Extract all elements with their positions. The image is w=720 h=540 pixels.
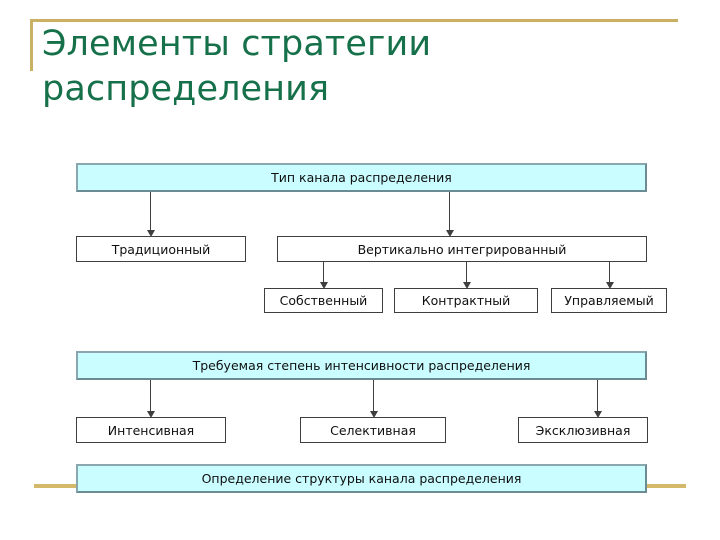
node-vertically-integrated[interactable]: Вертикально интегрированный (277, 236, 647, 262)
arrowhead-intensive (147, 411, 155, 418)
node-managed[interactable]: Управляемый (551, 288, 667, 313)
node-traditional[interactable]: Традиционный (76, 236, 246, 262)
arrowhead-managed (606, 282, 614, 289)
header-box-structure-definition[interactable]: Определение структуры канала распределен… (76, 464, 647, 493)
header-box-channel-type[interactable]: Тип канала распределения (76, 163, 647, 192)
connector-vertical-to-contract (466, 262, 467, 285)
connector-vertical-to-managed (609, 262, 610, 285)
arrowhead-own (320, 282, 328, 289)
connector-channel-type-to-traditional (150, 192, 151, 233)
connector-vertical-to-own (323, 262, 324, 285)
connector-intensity-to-intensive (150, 380, 151, 414)
node-own[interactable]: Собственный (264, 288, 383, 313)
header-box-intensity-degree[interactable]: Требуемая степень интенсивности распреде… (76, 351, 647, 380)
arrowhead-contract (463, 282, 471, 289)
connector-channel-type-to-vertical (449, 192, 450, 233)
node-exclusive[interactable]: Эксклюзивная (518, 417, 648, 443)
arrowhead-selective (370, 411, 378, 418)
accent-rule-left (30, 19, 33, 71)
node-intensive[interactable]: Интенсивная (76, 417, 226, 443)
arrowhead-exclusive (594, 411, 602, 418)
page-title: Элементы стратегии распределения (42, 24, 432, 109)
arrowhead-traditional (147, 230, 155, 237)
connector-intensity-to-exclusive (597, 380, 598, 414)
node-selective[interactable]: Селективная (300, 417, 446, 443)
arrowhead-vertical (446, 230, 454, 237)
accent-rule-top (30, 19, 678, 22)
node-contract[interactable]: Контрактный (394, 288, 538, 313)
connector-intensity-to-selective (373, 380, 374, 414)
